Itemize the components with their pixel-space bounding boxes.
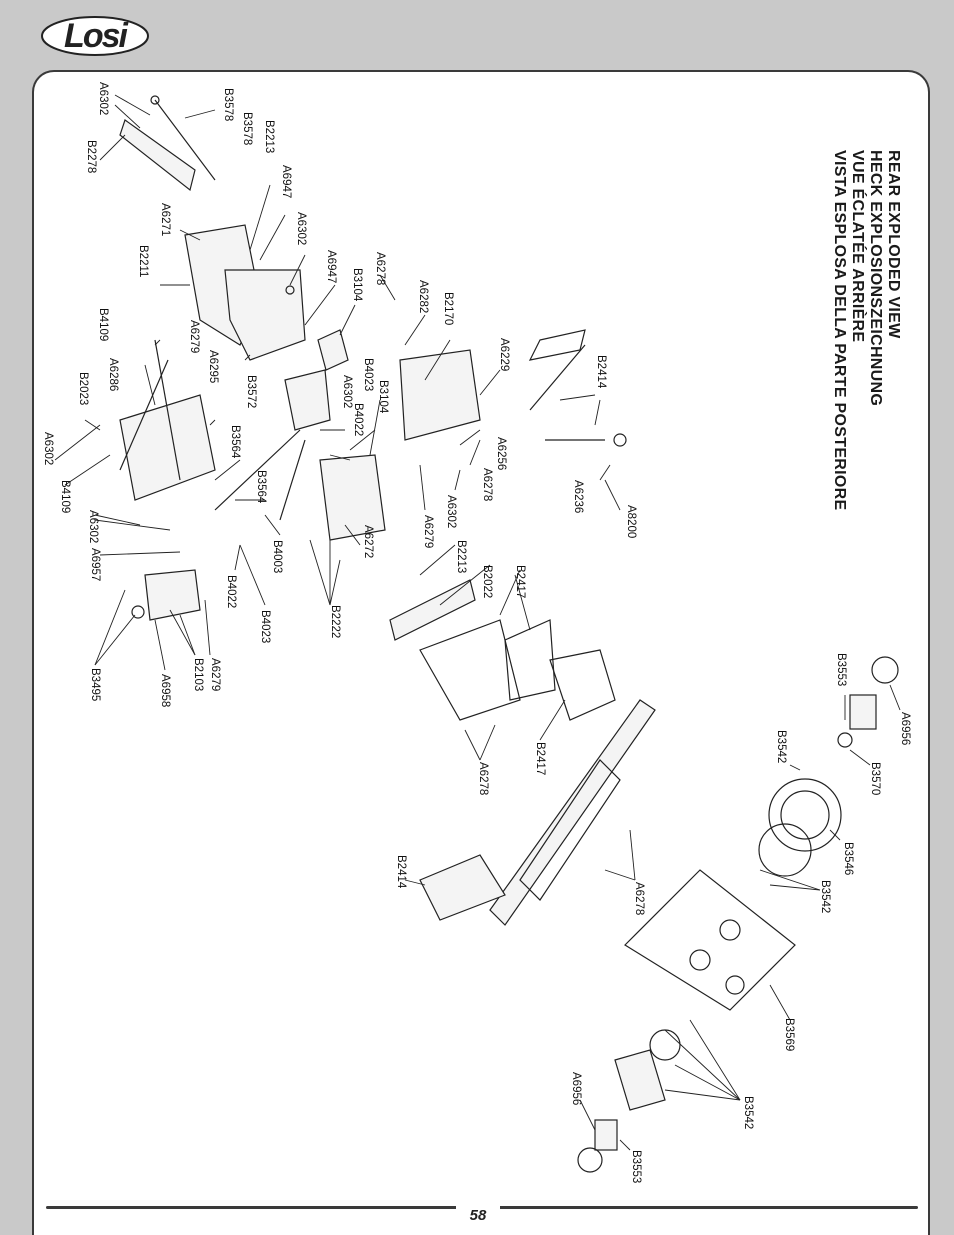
label-A6957: A6957 bbox=[89, 548, 101, 581]
logo-badge-icon bbox=[41, 16, 149, 56]
label-A6302-4: A6302 bbox=[42, 432, 54, 465]
label-A6278-3: A6278 bbox=[477, 762, 489, 795]
label-A6272: A6272 bbox=[362, 525, 374, 558]
label-A6956-2: A6956 bbox=[570, 1072, 582, 1105]
content-panel bbox=[32, 70, 930, 1235]
label-A6278-2: A6278 bbox=[481, 468, 493, 501]
label-B3495: B3495 bbox=[89, 668, 101, 701]
logo-text: Losi bbox=[64, 16, 128, 55]
label-A6295: A6295 bbox=[207, 350, 219, 383]
label-B4109-1: B4109 bbox=[97, 308, 109, 341]
label-B4023-1: B4023 bbox=[362, 358, 374, 391]
label-A6302-3: A6302 bbox=[341, 375, 353, 408]
label-B2222: B2222 bbox=[329, 605, 341, 638]
label-B2213-1: B2213 bbox=[263, 120, 275, 153]
label-A6302-1: A6302 bbox=[97, 82, 109, 115]
label-B3578-2: B3578 bbox=[241, 112, 253, 145]
label-A6958: A6958 bbox=[159, 674, 171, 707]
label-B3564-1: B3564 bbox=[229, 425, 241, 459]
label-A6302-5: A6302 bbox=[445, 495, 457, 528]
label-B3553-2: B3553 bbox=[630, 1150, 642, 1183]
label-B2278: B2278 bbox=[85, 140, 97, 173]
label-A8200: A8200 bbox=[625, 505, 637, 538]
label-B3104-2: B3104 bbox=[377, 380, 389, 414]
label-B2023: B2023 bbox=[77, 372, 89, 405]
label-A6229: A6229 bbox=[498, 338, 510, 371]
label-B3570: B3570 bbox=[869, 762, 881, 795]
label-A6947-2: A6947 bbox=[325, 250, 337, 283]
label-A6279-3: A6279 bbox=[209, 658, 221, 691]
label-B2414-2: B2414 bbox=[395, 855, 407, 889]
label-A6236: A6236 bbox=[572, 480, 584, 513]
label-B4003: B4003 bbox=[271, 540, 283, 573]
label-B2417-1: B2417 bbox=[514, 565, 526, 598]
label-B3542-3: B3542 bbox=[742, 1096, 754, 1129]
label-B4022-1: B4022 bbox=[352, 403, 364, 436]
label-B2213-2: B2213 bbox=[455, 540, 467, 573]
label-B2103: B2103 bbox=[192, 658, 204, 691]
label-A6282: A6282 bbox=[417, 280, 429, 313]
label-B3578-1: B3578 bbox=[222, 88, 234, 121]
label-A6279-2: A6279 bbox=[422, 515, 434, 548]
label-A6302-6: A6302 bbox=[87, 510, 99, 543]
label-B4022-2: B4022 bbox=[225, 575, 237, 608]
label-A6271: A6271 bbox=[159, 203, 171, 236]
label-A6278-1: A6278 bbox=[374, 252, 386, 285]
label-A6278-4: A6278 bbox=[633, 882, 645, 915]
part-labels: A6302 B3578 B3578 B2278 B2213 A6947 A627… bbox=[42, 82, 911, 1183]
page-number: 58 bbox=[456, 1206, 500, 1226]
label-B4109-2: B4109 bbox=[59, 480, 71, 513]
label-A6947-1: A6947 bbox=[280, 165, 292, 198]
label-B3546: B3546 bbox=[842, 842, 854, 875]
part-drawings bbox=[119, 95, 899, 1173]
label-A6286: A6286 bbox=[107, 358, 119, 391]
label-B3542-2: B3542 bbox=[819, 880, 831, 913]
leader-lines bbox=[54, 94, 901, 1151]
label-B3553-1: B3553 bbox=[835, 653, 847, 686]
label-B3542-1: B3542 bbox=[775, 730, 787, 763]
label-B3564-2: B3564 bbox=[255, 470, 267, 504]
label-B3572: B3572 bbox=[245, 375, 257, 408]
label-B2170: B2170 bbox=[442, 292, 454, 325]
label-B3104-1: B3104 bbox=[351, 268, 363, 302]
label-B3569: B3569 bbox=[783, 1018, 795, 1051]
label-B2022: B2022 bbox=[481, 565, 493, 598]
label-B4023-2: B4023 bbox=[259, 610, 271, 643]
label-B2211: B2211 bbox=[137, 245, 149, 277]
label-A6956-1: A6956 bbox=[899, 712, 911, 745]
losi-logo: Losi bbox=[40, 14, 150, 58]
label-A6279-1: A6279 bbox=[188, 320, 200, 353]
label-B2414-1: B2414 bbox=[595, 355, 607, 389]
label-A6256: A6256 bbox=[495, 437, 507, 470]
label-B2417-2: B2417 bbox=[534, 742, 546, 775]
label-A6302-2: A6302 bbox=[295, 212, 307, 245]
